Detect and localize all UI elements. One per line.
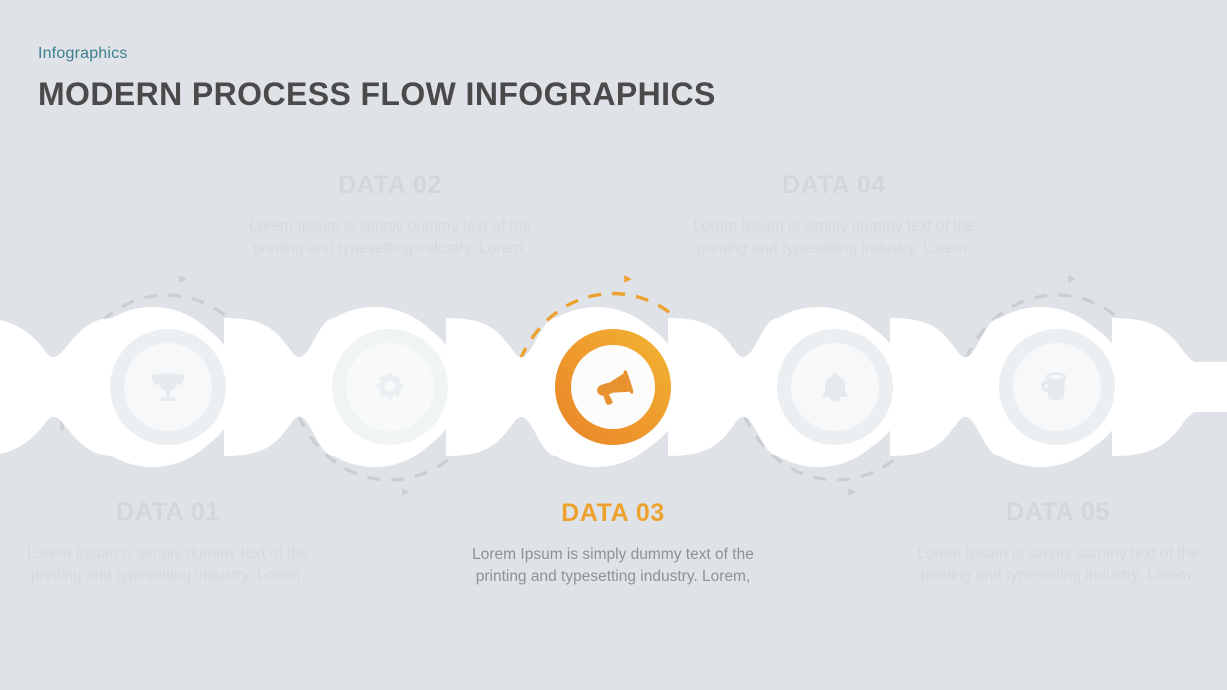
trophy-icon (151, 373, 185, 401)
step-description-data-05: Lorem Ipsum is simply dummy text of the … (917, 545, 1199, 584)
header: Infographics MODERN PROCESS FLOW INFOGRA… (38, 44, 716, 112)
step-label-data-05: DATA 05 (1006, 498, 1110, 526)
node-data-05[interactable] (999, 329, 1115, 445)
step-block-data-02: DATA 02 Lorem Ipsum is simply dummy text… (240, 170, 540, 259)
megaphone-icon (597, 370, 634, 405)
gear-icon (376, 373, 404, 400)
step-block-data-05: DATA 05 Lorem Ipsum is simply dummy text… (908, 497, 1208, 586)
node-data-01[interactable] (110, 329, 226, 445)
step-description-data-01: Lorem Ipsum is simply dummy text of the … (27, 545, 309, 584)
bell-icon (822, 373, 848, 402)
step-description-data-03: Lorem Ipsum is simply dummy text of the … (472, 546, 754, 585)
step-block-data-01: DATA 01 Lorem Ipsum is simply dummy text… (18, 497, 318, 586)
step-label-data-01: DATA 01 (116, 498, 220, 526)
step-description-data-04: Lorem Ipsum is simply dummy text of the … (693, 218, 975, 257)
step-label-data-04: DATA 04 (782, 171, 886, 199)
step-label-data-03: DATA 03 (561, 499, 665, 527)
coffee-cup-icon (1041, 372, 1067, 400)
node-data-03[interactable] (555, 329, 671, 445)
node-data-02[interactable] (332, 329, 448, 445)
step-label-data-02: DATA 02 (338, 171, 442, 199)
step-block-data-03: DATA 03 Lorem Ipsum is simply dummy text… (463, 498, 763, 587)
kicker-label: Infographics (38, 45, 128, 62)
node-data-04[interactable] (777, 329, 893, 445)
page-title: MODERN PROCESS FLOW INFOGRAPHICS (38, 76, 716, 112)
step-block-data-04: DATA 04 Lorem Ipsum is simply dummy text… (684, 170, 984, 259)
step-description-data-02: Lorem Ipsum is simply dummy text of the … (249, 218, 531, 257)
